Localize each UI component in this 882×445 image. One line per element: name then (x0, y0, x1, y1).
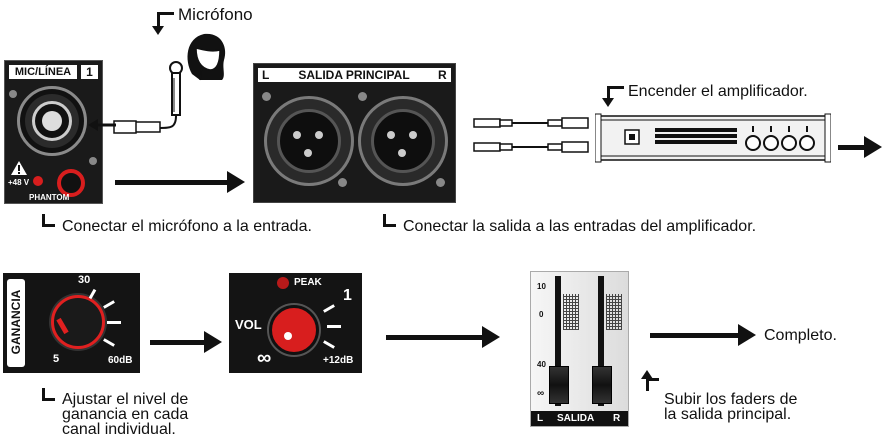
amp-caption-bracket (607, 86, 624, 103)
screw-icon (9, 90, 17, 98)
tick-mark (88, 288, 97, 300)
raise-caption-arrow (641, 370, 653, 379)
adjust-caption-line2: ganancia en cada (62, 406, 189, 423)
phantom-volts-label: +48 V (8, 178, 30, 187)
fader-slot-left (555, 276, 561, 406)
connect-mic-caption: Conectar el micrófono a la entrada. (62, 218, 312, 235)
mic-line-header: MIC/LÍNEA (9, 65, 77, 79)
raise-caption-line1: Subir los faders de (664, 391, 798, 408)
gain-5-label: 5 (53, 353, 60, 365)
screw-icon (436, 178, 445, 187)
flow-arrow-1 (115, 171, 245, 193)
volume-channel-number: 1 (343, 287, 352, 304)
fader-slot-right (598, 276, 604, 406)
phantom-label: PHANTOM (29, 193, 70, 202)
caption-bracket (383, 214, 396, 227)
connect-output-caption: Conectar la salida a las entradas del am… (403, 218, 757, 235)
caption-bracket (42, 388, 55, 401)
flow-arrow-3 (150, 331, 222, 353)
fader-10-label: 10 (537, 282, 546, 291)
warning-icon (11, 161, 27, 175)
adjust-caption-line1: Ajustar el nivel de (62, 391, 189, 408)
main-out-title: SALIDA PRINCIPAL (298, 68, 410, 82)
tick-mark (323, 304, 335, 313)
person-icon (187, 33, 226, 81)
fader-scale-left (563, 294, 579, 330)
mic-line-input-panel: MIC/LÍNEA 1 +48 V PHANTOM (4, 60, 103, 204)
raise-caption-line2: la salida principal. (664, 406, 792, 423)
amplifier-icon (595, 113, 831, 163)
amp-caption-arrow (602, 98, 614, 107)
vol-max-label: +12dB (323, 355, 354, 366)
peak-led (277, 277, 289, 289)
amp-power-caption: Encender el amplificador. (628, 83, 808, 100)
flow-arrow-2 (838, 136, 882, 158)
tick-mark (327, 325, 341, 328)
flow-arrow-4 (386, 326, 500, 348)
microphone-caption: Micrófono (178, 5, 253, 24)
fader-cap-right[interactable] (592, 366, 612, 404)
volume-knob[interactable] (269, 305, 319, 355)
channel-number: 1 (81, 65, 98, 79)
fader-cap-left[interactable] (549, 366, 569, 404)
adjust-caption-line3: canal individual. (62, 421, 176, 438)
fader-footer (531, 411, 628, 426)
flow-arrow-5 (650, 324, 756, 346)
screw-icon (262, 92, 271, 101)
volume-panel: PEAK 1 VOL ∞ +12dB (229, 273, 362, 373)
combo-jack[interactable] (17, 86, 87, 156)
caption-bracket (646, 378, 659, 391)
phantom-button[interactable] (57, 169, 85, 197)
screw-icon (358, 92, 367, 101)
main-out-l-label: L (262, 68, 270, 82)
fader-40-label: 40 (537, 360, 546, 369)
tick-mark (107, 321, 121, 324)
tick-mark (103, 338, 115, 347)
vol-label: VOL (235, 317, 262, 332)
fader-r-label: R (613, 413, 621, 424)
xlr-output-right[interactable] (358, 96, 448, 186)
gain-label-box (7, 279, 25, 367)
fader-scale-right (606, 294, 622, 330)
screw-icon (89, 157, 97, 165)
xlr-output-left[interactable] (264, 96, 354, 186)
phantom-led (33, 176, 43, 186)
peak-label: PEAK (294, 277, 322, 288)
tick-mark (103, 300, 115, 309)
gain-label: GANANCIA (9, 289, 23, 355)
arrow-left-icon (88, 119, 116, 131)
caption-bracket (42, 214, 55, 227)
main-out-header (258, 68, 451, 82)
vol-inf-label: ∞ (257, 347, 272, 369)
microphone-caption-bracket (157, 12, 174, 31)
xlr-cables-icon (473, 117, 589, 153)
fader-salida-label: SALIDA (557, 413, 595, 424)
fader-l-label: L (537, 413, 544, 424)
gain-panel: GANANCIA 30 5 60dB (3, 273, 140, 373)
fader-0-label: 0 (539, 310, 544, 319)
main-fader-panel: 10 0 40 ∞ L SALIDA R (530, 271, 629, 427)
main-out-r-label: R (438, 68, 447, 82)
fader-inf-label: ∞ (537, 388, 545, 399)
microphone-caption-arrow (152, 26, 164, 35)
gain-60-label: 60dB (108, 355, 133, 366)
main-output-panel: L SALIDA PRINCIPAL R (253, 63, 456, 203)
microphone-icon (113, 61, 183, 134)
gain-knob[interactable] (51, 295, 105, 349)
gain-30-label: 30 (78, 274, 91, 286)
complete-caption: Completo. (764, 327, 837, 344)
tick-mark (323, 340, 335, 349)
screw-icon (338, 178, 347, 187)
